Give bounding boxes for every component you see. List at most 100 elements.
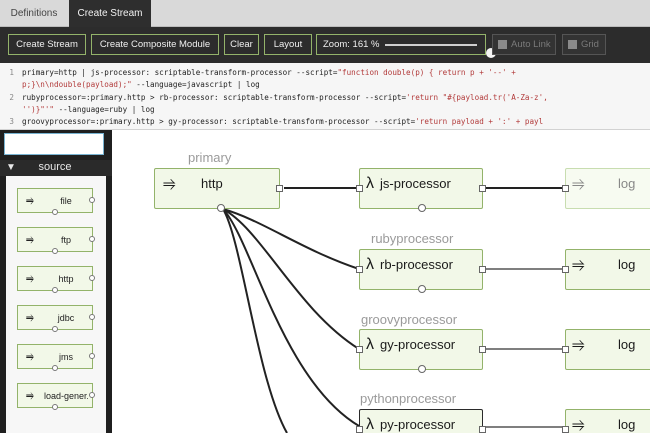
palette-module-http[interactable]: ⥤ http (17, 266, 95, 293)
node-gy-processor[interactable]: λ gy-processor (356, 329, 486, 373)
input-port[interactable] (356, 185, 363, 192)
code-text: groovyprocessor=:primary.http > gy-proce… (22, 117, 416, 126)
tap-port[interactable] (52, 326, 58, 332)
output-port[interactable] (479, 346, 486, 353)
node-log-sink-ruby[interactable]: ⥤ log (562, 249, 650, 290)
stream-links (222, 187, 565, 433)
auto-link-label: Auto Link (511, 39, 551, 50)
node-name: py-processor (380, 417, 456, 432)
palette-search-input[interactable] (4, 133, 104, 155)
module-name: jdbc (57, 313, 75, 323)
flo-canvas[interactable]: primary rubyprocessor groovyprocessor py… (112, 130, 650, 433)
source-arrow-icon: ⥤ (26, 195, 34, 206)
tap-link-ruby[interactable] (222, 208, 360, 270)
module-name: file (60, 196, 72, 206)
input-port[interactable] (356, 346, 363, 353)
clear-button[interactable]: Clear (224, 34, 259, 55)
tap-link-extra[interactable] (222, 208, 288, 433)
sink-arrow-icon: ⥤ (572, 256, 585, 273)
toolbar: Create Stream Create Composite Module Cl… (0, 27, 650, 63)
lambda-icon: λ (366, 336, 374, 353)
tap-port[interactable] (418, 365, 426, 373)
palette-module-jdbc[interactable]: ⥤ jdbc (17, 305, 95, 332)
palette-module-file[interactable]: ⥤ file (17, 188, 95, 215)
zoom-slider[interactable] (385, 44, 496, 58)
code-string: 'return "#{payload.tr('A-Za-z', (406, 93, 548, 102)
checkbox-icon (568, 40, 577, 49)
code-string: '')}"'" (22, 105, 55, 114)
module-name: http (58, 274, 74, 284)
stream-label-pythonprocessor: pythonprocessor (360, 391, 457, 406)
node-rb-processor[interactable]: λ rb-processor (356, 249, 486, 293)
line-number: 2 (9, 93, 14, 102)
tap-port[interactable] (52, 248, 58, 254)
source-arrow-icon: ⥤ (26, 234, 34, 245)
palette-module-load-generator[interactable]: ⥤ load-gener... (17, 383, 95, 410)
node-log-sink-python[interactable]: ⥤ log (562, 409, 650, 433)
zoom-control: Zoom: 161 % (316, 34, 496, 58)
node-name: js-processor (380, 176, 451, 191)
tap-port[interactable] (418, 204, 426, 212)
output-port[interactable] (89, 197, 95, 203)
output-port[interactable] (89, 392, 95, 398)
node-http-source[interactable]: ⥤ http (154, 168, 283, 212)
input-port[interactable] (562, 185, 569, 192)
input-port[interactable] (562, 266, 569, 273)
output-port[interactable] (89, 353, 95, 359)
node-name: rb-processor (380, 257, 453, 272)
output-port[interactable] (479, 266, 486, 273)
lambda-icon: λ (366, 175, 374, 192)
tap-port[interactable] (418, 285, 426, 293)
sink-arrow-icon: ⥤ (572, 336, 585, 353)
input-port[interactable] (562, 346, 569, 353)
node-log-sink-primary[interactable]: ⥤ log (562, 168, 650, 209)
tap-port[interactable] (52, 365, 58, 371)
source-arrow-icon: ⥤ (26, 390, 34, 401)
output-port[interactable] (479, 185, 486, 192)
layout-button[interactable]: Layout (264, 34, 312, 55)
palette-module-jms[interactable]: ⥤ jms (17, 344, 95, 371)
node-log-sink-groovy[interactable]: ⥤ log (562, 329, 650, 370)
module-name: ftp (60, 235, 71, 245)
tap-port[interactable] (52, 404, 58, 410)
stream-label-primary: primary (188, 150, 232, 165)
input-port[interactable] (562, 426, 569, 433)
tap-port[interactable] (52, 287, 58, 293)
grid-toggle[interactable]: Grid (562, 34, 606, 55)
node-name: log (618, 176, 636, 191)
output-port[interactable] (89, 236, 95, 242)
input-port[interactable] (356, 426, 363, 433)
tap-link-groovy[interactable] (222, 208, 360, 350)
module-palette: ▼ source ⥤ file ⥤ ftp ⥤ http ⥤ jdbc (0, 130, 112, 433)
module-name: load-gener... (44, 391, 88, 401)
tap-port[interactable] (217, 204, 225, 212)
source-arrow-icon: ⥤ (26, 273, 34, 284)
node-js-processor[interactable]: λ js-processor (356, 168, 486, 212)
palette-module-ftp[interactable]: ⥤ ftp (17, 227, 95, 254)
tap-port[interactable] (52, 209, 58, 215)
tab-create-stream[interactable]: Create Stream (69, 0, 151, 27)
output-port[interactable] (89, 275, 95, 281)
sink-arrow-icon: ⥤ (572, 416, 585, 433)
zoom-slider-knob[interactable] (486, 48, 496, 58)
source-arrow-icon: ⥤ (26, 312, 34, 323)
create-stream-button[interactable]: Create Stream (8, 34, 86, 55)
input-port[interactable] (356, 266, 363, 273)
palette-group-title: source (38, 161, 72, 173)
create-composite-module-button[interactable]: Create Composite Module (91, 34, 219, 55)
auto-link-toggle[interactable]: Auto Link (492, 34, 556, 55)
output-port[interactable] (89, 314, 95, 320)
module-name: jms (59, 352, 73, 362)
sink-arrow-icon: ⥤ (572, 175, 585, 192)
tap-link-python[interactable] (222, 208, 360, 427)
lambda-icon: λ (366, 256, 374, 273)
tab-definitions[interactable]: Definitions (10, 8, 58, 19)
node-py-processor[interactable]: λ py-processor (356, 409, 486, 433)
palette-group-header[interactable]: ▼ source (0, 160, 112, 176)
source-arrow-icon: ⥤ (163, 175, 176, 192)
output-port[interactable] (479, 426, 486, 433)
output-port[interactable] (276, 185, 283, 192)
